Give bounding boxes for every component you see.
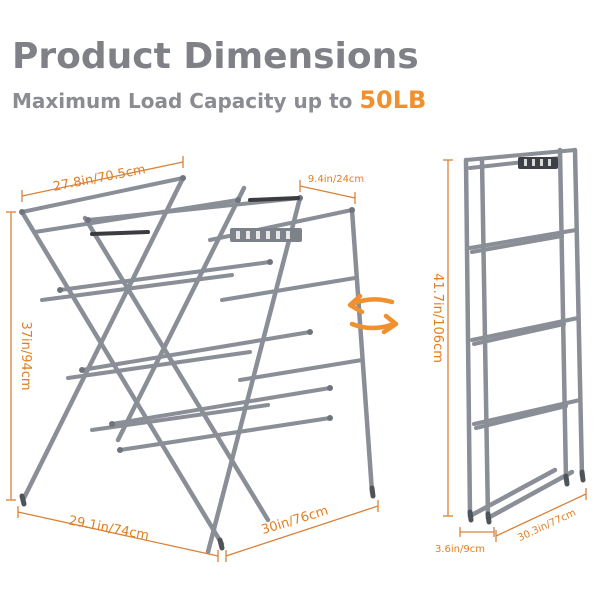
folded-rack — [463, 147, 586, 525]
load-capacity-subtitle: Maximum Load Capacity up to 50LB — [12, 86, 426, 114]
dimension-folded-height: 41.7in/106cm — [430, 273, 445, 363]
clip-bracket — [230, 228, 302, 242]
dimension-height: 37in/94cm — [18, 321, 33, 390]
swap-arrows-icon — [347, 293, 399, 335]
load-capacity-label: Maximum Load Capacity up to — [12, 89, 360, 113]
dimension-folded-thickness: 3.6in/9cm — [435, 544, 485, 555]
folded-clip-bracket — [518, 157, 558, 169]
dimension-lines — [6, 156, 587, 562]
dimension-bottom-width: 29.1in/74cm — [67, 513, 150, 543]
dimension-folded-depth: 30.3in/77cm — [516, 507, 577, 543]
dimension-top-depth: 9.4in/24cm — [308, 174, 364, 185]
page-title: Product Dimensions — [12, 36, 419, 77]
expanded-rack — [19, 175, 376, 555]
load-capacity-value: 50LB — [359, 86, 427, 114]
